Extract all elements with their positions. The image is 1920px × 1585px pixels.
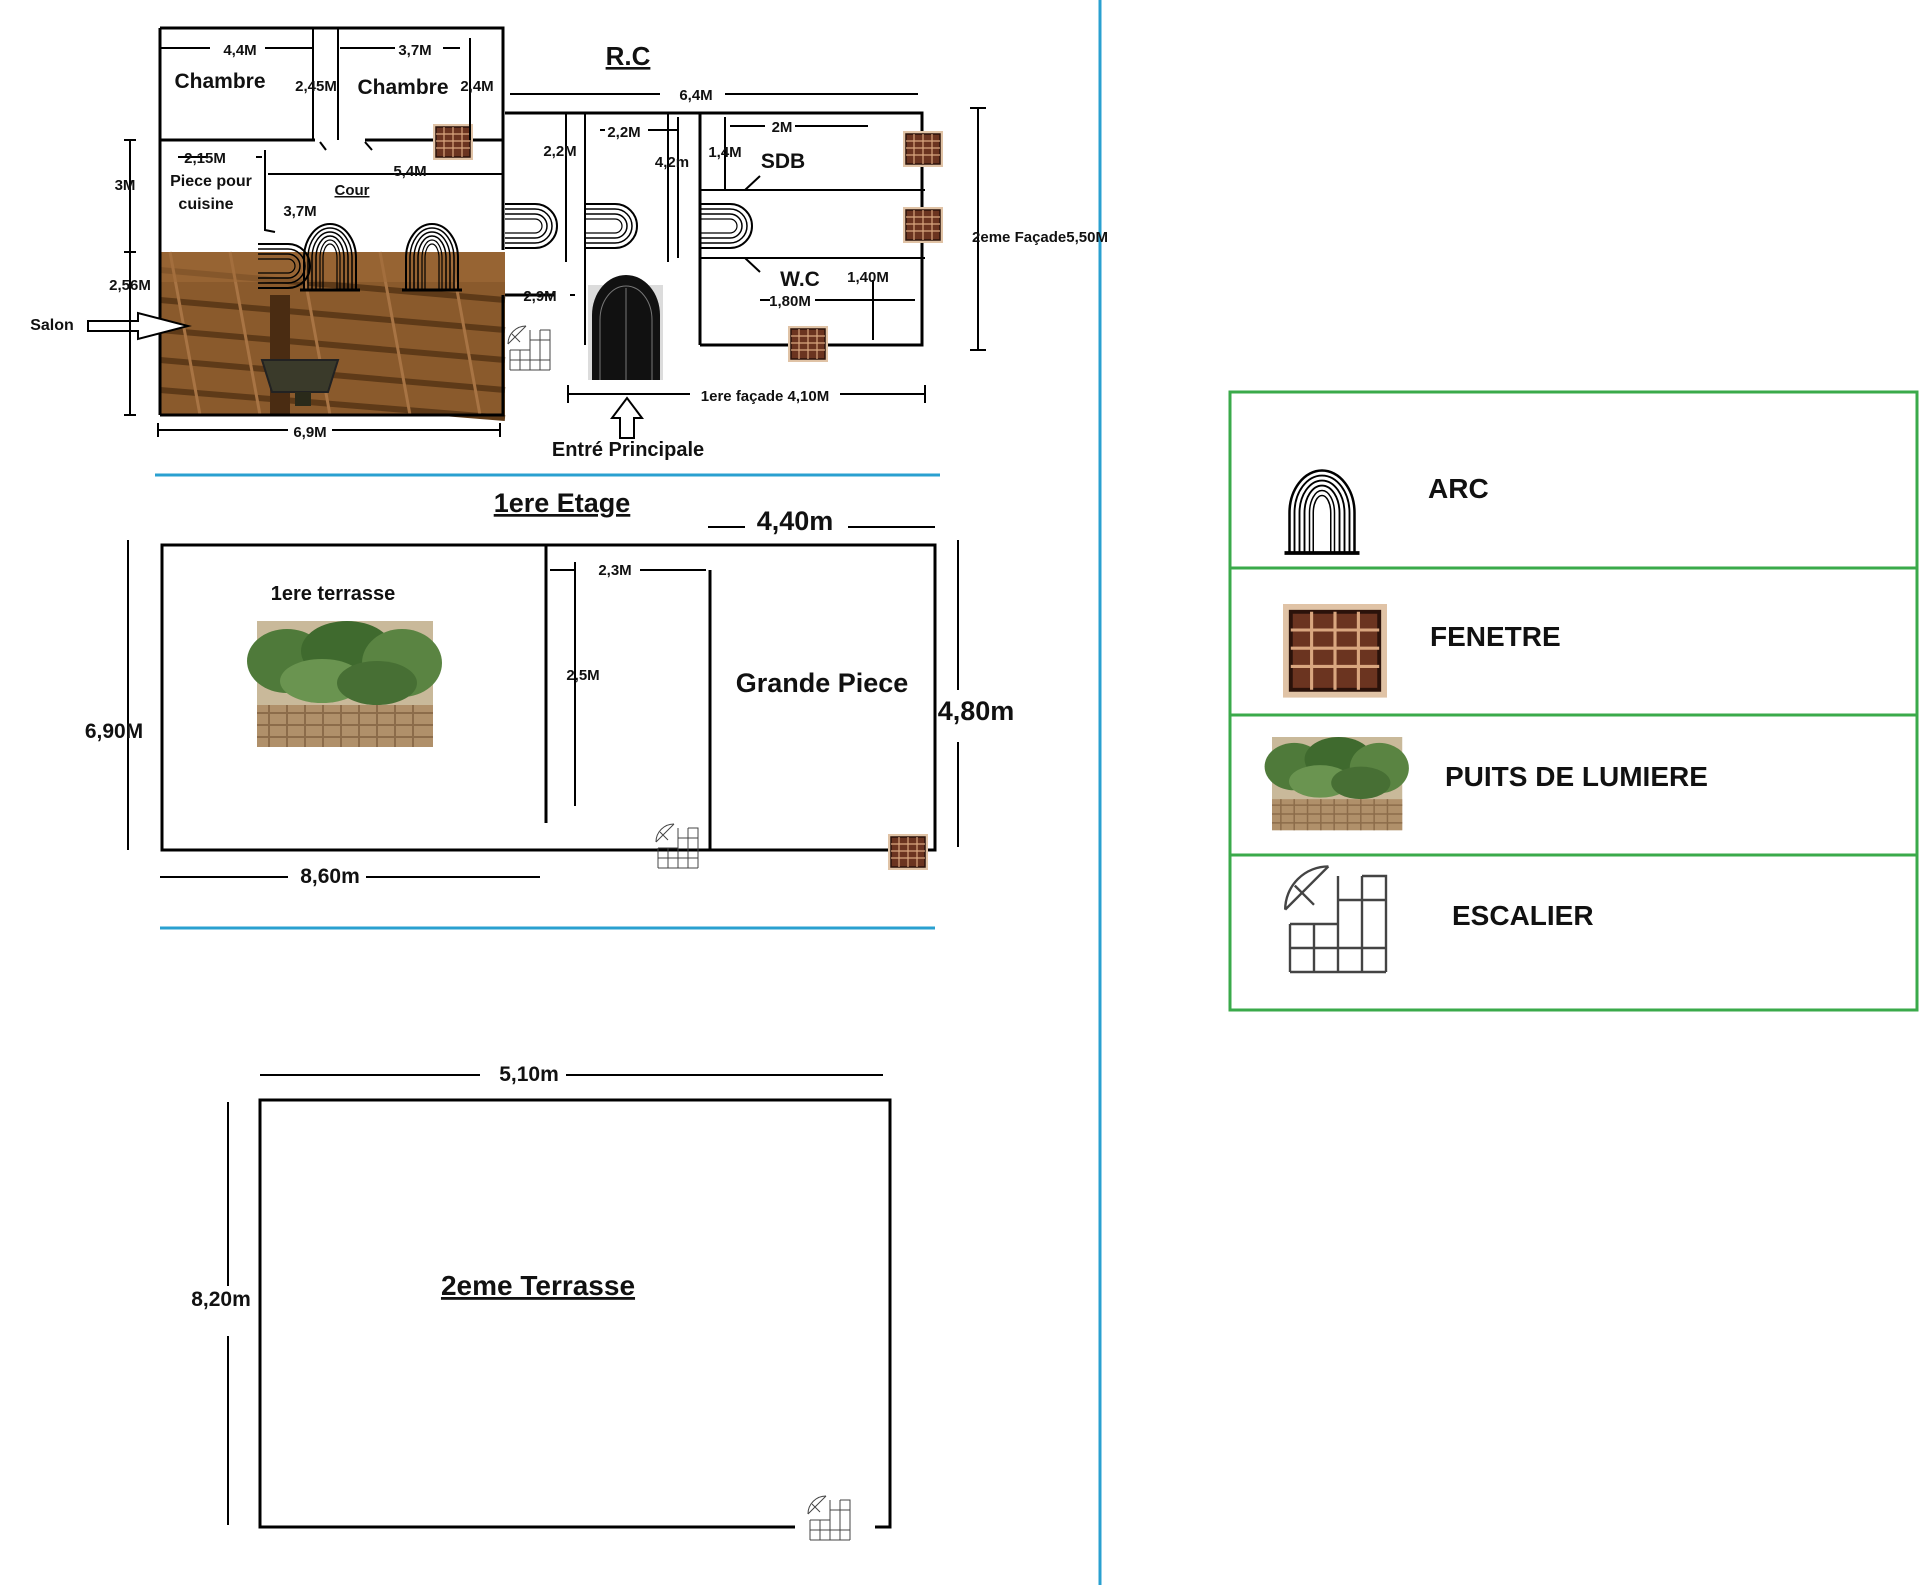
dimension-label: 2,15M [184, 150, 226, 167]
dimension-label: 1,40M [847, 269, 889, 286]
room-label-salon: Salon [30, 317, 74, 334]
ground-floor-title: R.C [606, 41, 651, 71]
room-label-chambre: Chambre [174, 70, 265, 93]
dimension-label: 4,2m [655, 154, 689, 171]
room-label-cuisine: cuisine [178, 196, 233, 213]
dimension-label: 2,4M [460, 78, 493, 95]
room-label-cour: Cour [335, 182, 370, 199]
first-floor-plan [127, 526, 959, 878]
dimension-label: 1,4M [708, 144, 741, 161]
light-well-icon [1263, 736, 1410, 831]
dimension-label: 2,5M [566, 667, 599, 684]
legend-item-puits: PUITS DE LUMIERE [1263, 736, 1708, 831]
door-mark [319, 141, 373, 151]
dimension-label: 2,3M [598, 562, 631, 579]
window-icon [902, 206, 944, 244]
dimension-label: 4,40m [757, 506, 834, 536]
room-label-sdb: SDB [761, 150, 805, 173]
staircase-icon [1283, 865, 1388, 974]
dimension-label: 2,56M [109, 277, 151, 294]
dimension-label: 6,9M [293, 424, 326, 441]
facade-1-label: 1ere façade 4,10M [701, 388, 829, 405]
arch-icon [1282, 468, 1362, 555]
main-entrance-door [588, 275, 663, 380]
room-label-wc: W.C [780, 268, 820, 291]
salon-photo [159, 251, 506, 421]
legend-item-fenetre: FENETRE [1281, 602, 1561, 700]
dimension-label: 3M [115, 177, 136, 194]
dimension-label: 2,2M [607, 124, 640, 141]
dimension-label: 4,4M [223, 42, 256, 59]
arch-icon [504, 203, 558, 249]
dimension-label: 5,10m [499, 1063, 559, 1086]
staircase-icon [507, 325, 551, 371]
dimension-label: 5,4M [393, 163, 426, 180]
window-icon [902, 130, 944, 168]
door-mark [744, 175, 761, 273]
dimension-label: 6,90M [85, 720, 143, 743]
first-floor-title: 1ere Etage [494, 488, 631, 518]
legend-label: PUITS DE LUMIERE [1445, 761, 1708, 792]
room-label-cuisine: Piece pour [170, 173, 252, 190]
staircase-icon [655, 823, 699, 869]
dimension-label: 2,2M [543, 143, 576, 160]
room-label-terrasse: 1ere terrasse [271, 583, 396, 605]
ground-floor-plan [87, 26, 986, 439]
light-well-icon [246, 620, 443, 748]
salon-arrow-icon [87, 311, 192, 341]
dimension-label: 2,45M [295, 78, 337, 95]
dimension-label: 2M [772, 119, 793, 136]
dimension-label: 3,7M [283, 203, 316, 220]
second-terrace-plan [227, 1074, 892, 1570]
dimension-label: 2,9M [523, 288, 556, 305]
legend-label: FENETRE [1430, 621, 1561, 652]
room-label-grande-piece: Grande Piece [736, 668, 909, 698]
window-icon [432, 123, 474, 161]
facade-2-label: 2eme Façade5,50M [972, 229, 1108, 246]
legend-item-arc: ARC [1282, 468, 1489, 555]
dimension-label: 3,7M [398, 42, 431, 59]
room-label-chambre: Chambre [357, 76, 448, 99]
dimension-label: 8,20m [191, 1288, 251, 1311]
dimension-label: 4,80m [938, 696, 1015, 726]
wall [160, 26, 505, 250]
main-entrance-label: Entré Principale [552, 439, 704, 461]
legend-label: ESCALIER [1452, 900, 1594, 931]
dimension-label: 6,4M [679, 87, 712, 104]
window-icon [887, 833, 929, 871]
legend-item-escalier: ESCALIER [1283, 865, 1594, 974]
dimension-label: 8,60m [300, 865, 360, 888]
legend: ARC FENETRE PUITS DE LUMIERE ESCALIER [1228, 390, 1919, 1012]
legend-label: ARC [1428, 473, 1489, 504]
arch-icon [584, 203, 638, 249]
window-icon [787, 325, 829, 363]
arch-icon [699, 203, 753, 249]
second-terrace-title: 2eme Terrasse [441, 1270, 635, 1301]
entrance-arrow-icon [610, 396, 644, 439]
wall [264, 150, 276, 233]
wall [160, 295, 505, 417]
window-icon [1281, 602, 1389, 700]
dimension-label: 1,80M [769, 293, 811, 310]
